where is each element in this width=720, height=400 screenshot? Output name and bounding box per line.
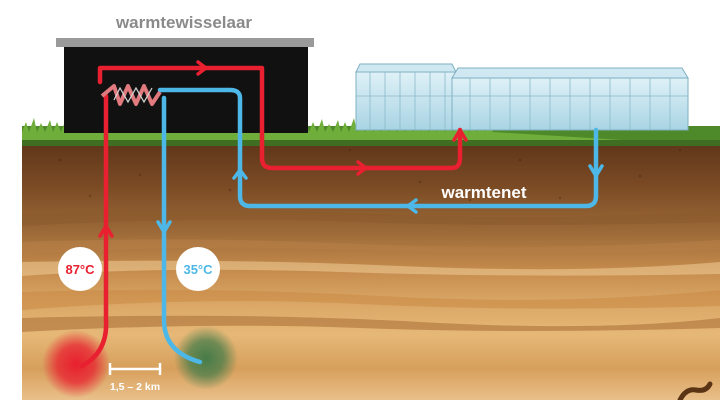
flow-arrow-icon bbox=[156, 220, 172, 234]
flow-arrow-icon bbox=[98, 224, 114, 238]
flow-arrow-icon bbox=[196, 60, 208, 76]
heat-exchanger-building bbox=[56, 38, 314, 133]
flow-arrow-icon bbox=[356, 160, 368, 176]
heat-exchanger-coil-icon bbox=[100, 84, 162, 106]
distance-scale: 1,5 – 2 km bbox=[108, 363, 162, 393]
cold-temperature-badge: 35°C bbox=[176, 247, 220, 291]
building-roof bbox=[56, 38, 314, 47]
cold-well-pipe bbox=[161, 95, 203, 365]
hot-source-blob bbox=[42, 330, 110, 398]
cold-temperature-label: 35°C bbox=[183, 262, 213, 277]
heat-network-label: warmtenet bbox=[440, 183, 526, 202]
hot-well-pipe bbox=[79, 93, 109, 369]
greenhouse bbox=[355, 63, 689, 131]
soil-texture bbox=[58, 148, 682, 202]
hot-network-pipe bbox=[97, 65, 463, 171]
earthworm-decoration bbox=[677, 381, 713, 400]
heat-exchanger-label: warmtewisselaar bbox=[115, 13, 252, 32]
flow-arrow-icon bbox=[588, 164, 604, 178]
hot-temperature-label: 87°C bbox=[65, 262, 95, 277]
flow-arrow-icon bbox=[452, 128, 468, 142]
cold-network-pipe bbox=[157, 87, 599, 209]
flow-arrow-icon bbox=[232, 168, 248, 180]
flow-arrow-icon bbox=[406, 198, 418, 214]
cold-source-blob bbox=[174, 326, 238, 390]
hot-temperature-badge: 87°C bbox=[58, 247, 102, 291]
distance-label: 1,5 – 2 km bbox=[110, 381, 160, 393]
